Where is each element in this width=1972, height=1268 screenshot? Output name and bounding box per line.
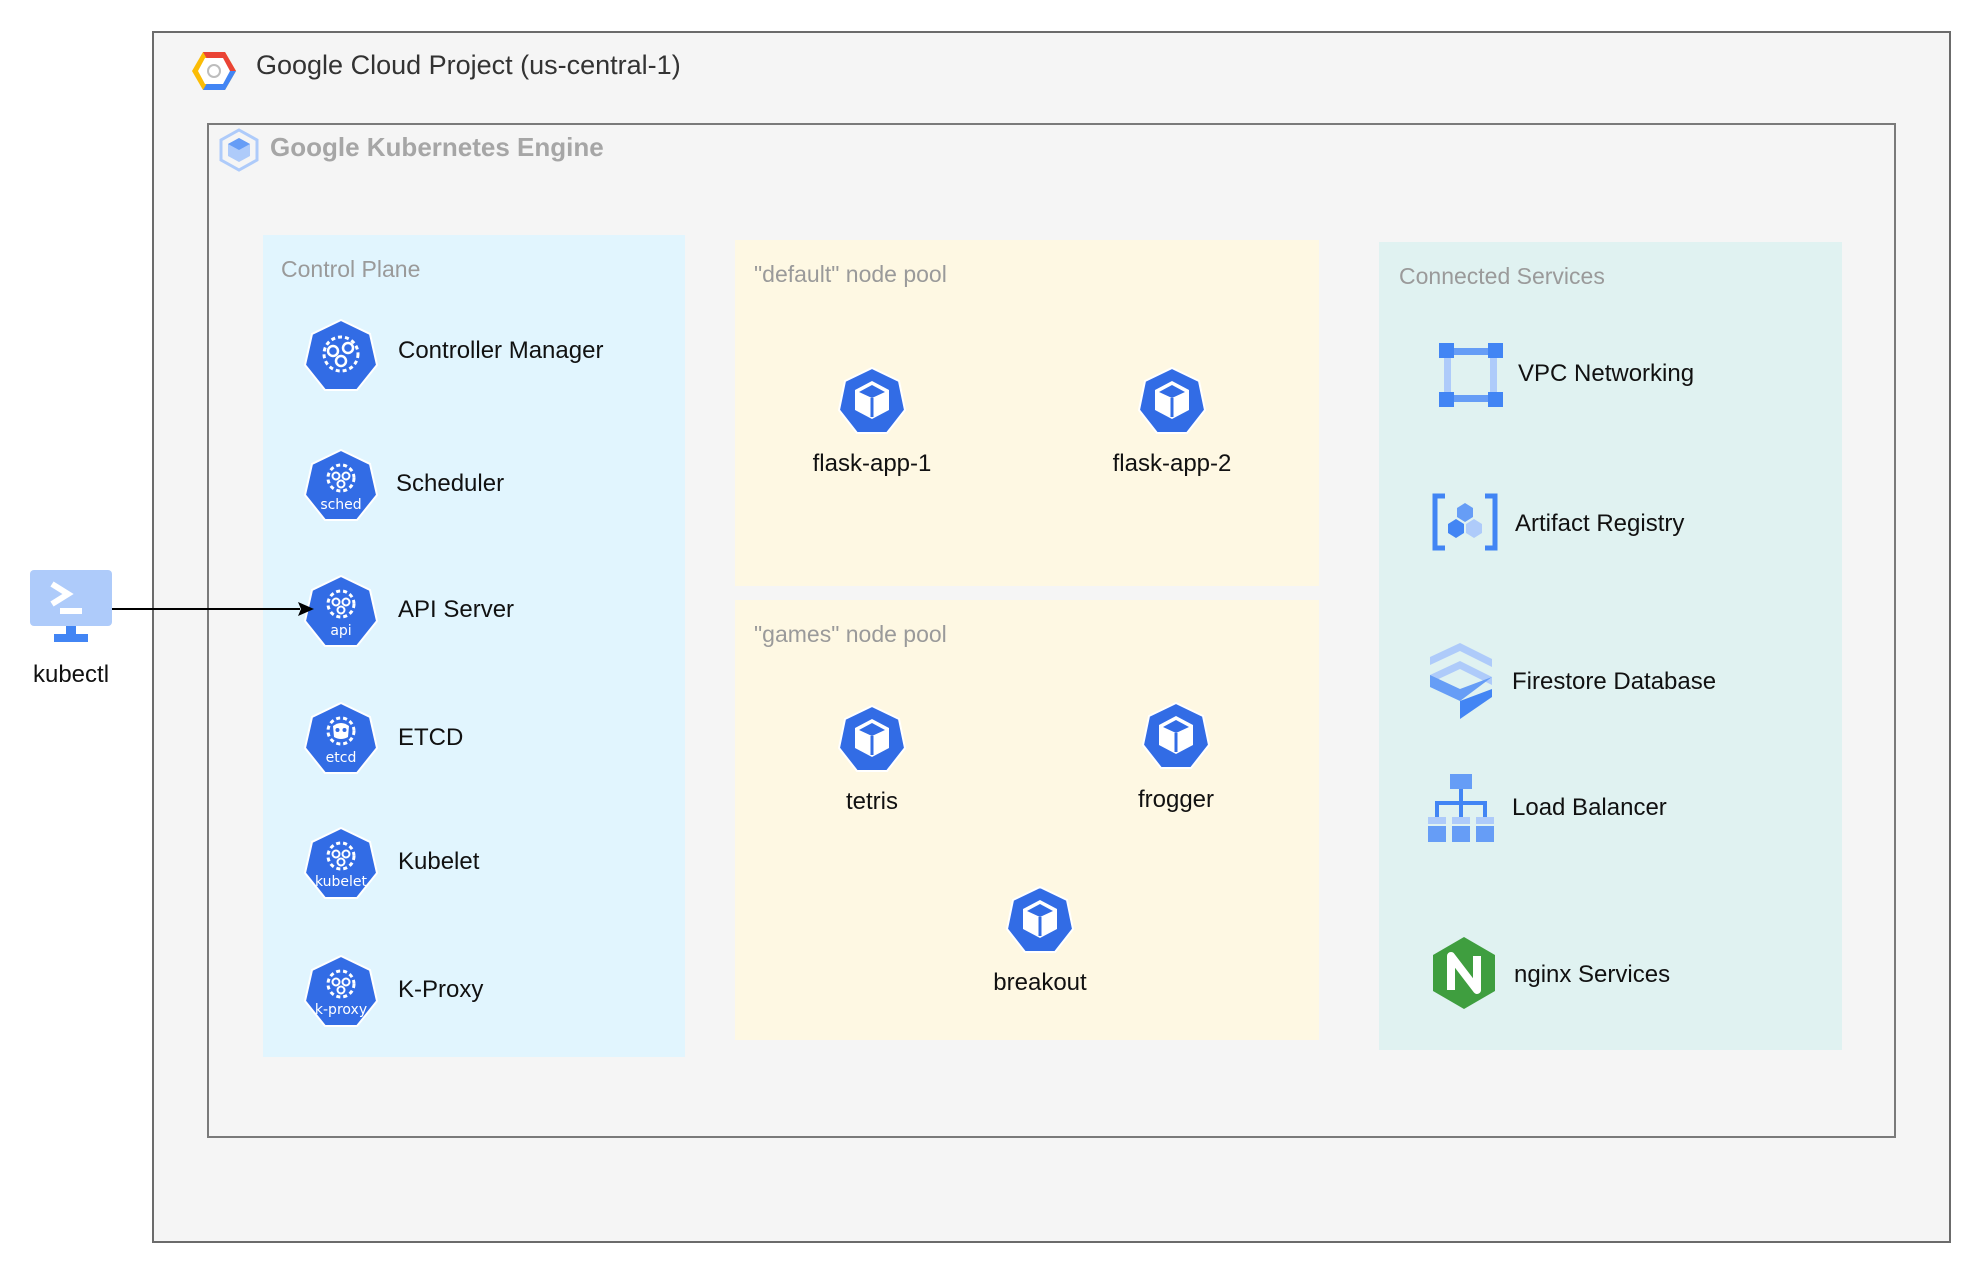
nginx-icon bbox=[1433, 937, 1495, 1009]
gke-logo-icon bbox=[219, 128, 259, 172]
default-node-pool-title: "default" node pool bbox=[754, 261, 947, 287]
breakout-label: breakout bbox=[993, 969, 1087, 996]
firestore-icon bbox=[1430, 643, 1492, 719]
tetris-label: tetris bbox=[845, 788, 899, 815]
scheduler-icon bbox=[303, 448, 379, 521]
flask-app-1-pod-icon bbox=[837, 366, 907, 434]
terminal-icon bbox=[30, 570, 112, 642]
breakout-pod-icon bbox=[1005, 885, 1075, 953]
kubelet-icon-text: kubelet bbox=[314, 874, 368, 890]
vpc-networking-icon bbox=[1439, 343, 1503, 407]
kubectl-label: kubectl bbox=[32, 661, 110, 688]
gke-title: Google Kubernetes Engine bbox=[270, 132, 604, 162]
load-balancer-label: Load Balancer bbox=[1512, 794, 1667, 821]
etcd-icon bbox=[303, 701, 379, 774]
k-proxy-icon bbox=[303, 954, 379, 1027]
flask-app-2-pod-icon bbox=[1137, 366, 1207, 434]
api-server-icon-text: api bbox=[330, 623, 352, 639]
kubelet-icon bbox=[303, 826, 379, 899]
flask-app-2-label: flask-app-2 bbox=[1112, 450, 1232, 477]
google-cloud-logo-icon bbox=[192, 52, 236, 90]
k-proxy-icon-text: k-proxy bbox=[314, 1002, 368, 1018]
api-server-icon bbox=[303, 574, 379, 647]
scheduler-icon-text: sched bbox=[320, 497, 362, 513]
firestore-database-label: Firestore Database bbox=[1512, 668, 1717, 695]
tetris-pod-icon bbox=[837, 704, 907, 772]
controller-manager-label: Controller Manager bbox=[398, 337, 604, 364]
scheduler-label: Scheduler bbox=[396, 470, 505, 497]
frogger-pod-icon bbox=[1141, 701, 1211, 769]
vpc-networking-label: VPC Networking bbox=[1518, 360, 1695, 387]
games-node-pool-title: "games" node pool bbox=[754, 621, 947, 647]
frogger-label: frogger bbox=[1137, 786, 1215, 813]
default-node-pool-panel bbox=[735, 240, 1319, 586]
nginx-services-label: nginx Services bbox=[1514, 961, 1671, 988]
controller-manager-icon bbox=[303, 318, 379, 391]
load-balancer-icon bbox=[1428, 774, 1494, 842]
etcd-icon-text: etcd bbox=[325, 750, 357, 766]
api-server-label: API Server bbox=[398, 596, 515, 623]
games-node-pool-panel bbox=[735, 600, 1319, 1040]
connected-services-title: Connected Services bbox=[1399, 263, 1605, 289]
artifact-registry-label: Artifact Registry bbox=[1515, 510, 1685, 537]
artifact-registry-icon bbox=[1432, 493, 1498, 551]
gke-cluster-frame bbox=[207, 123, 1896, 1138]
flask-app-1-label: flask-app-1 bbox=[812, 450, 932, 477]
k-proxy-label: K-Proxy bbox=[398, 976, 484, 1003]
etcd-label: ETCD bbox=[398, 724, 464, 751]
kubelet-label: Kubelet bbox=[398, 848, 480, 875]
control-plane-title: Control Plane bbox=[281, 256, 421, 282]
project-title: Google Cloud Project (us-central-1) bbox=[256, 50, 681, 80]
